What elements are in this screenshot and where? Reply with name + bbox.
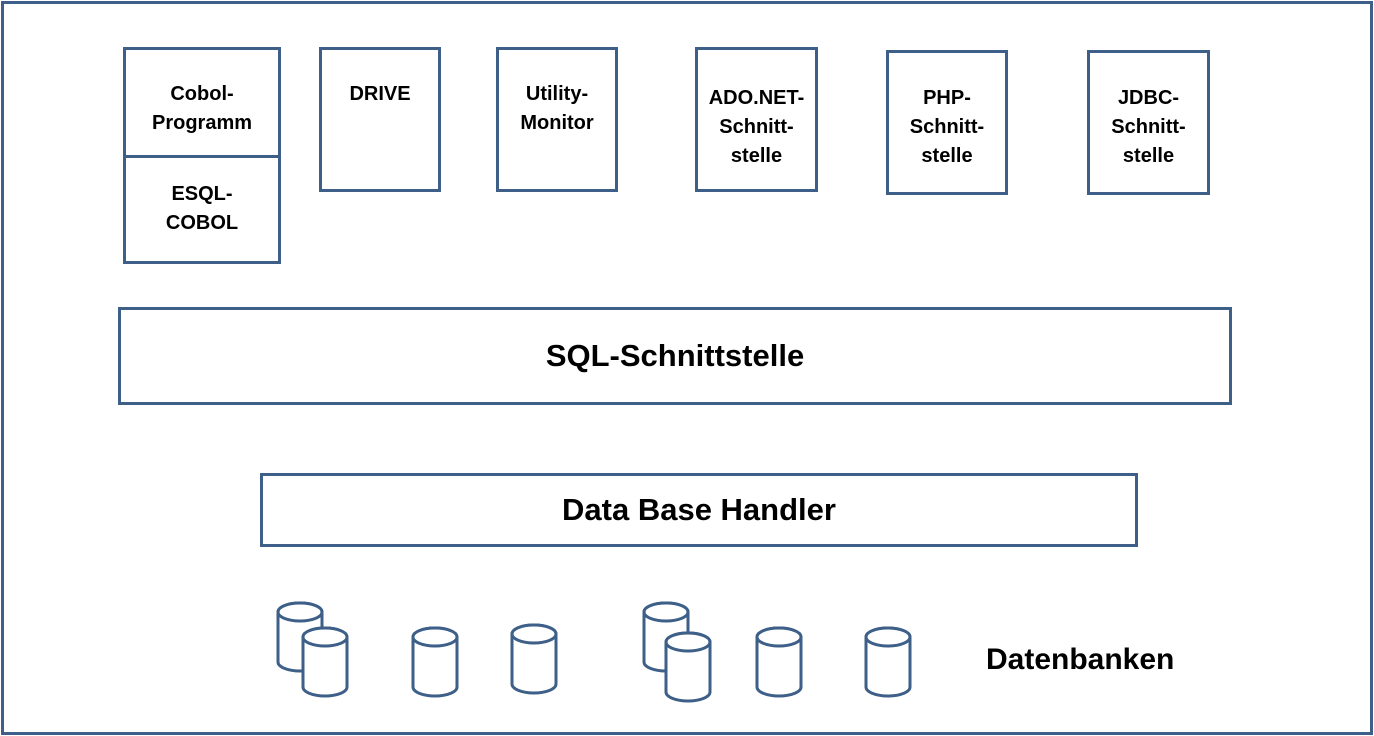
cobol-esql-box: Cobol- Programm ESQL- COBOL <box>123 47 281 264</box>
utility-monitor-box: Utility- Monitor <box>496 47 618 192</box>
ado-net-box: ADO.NET- Schnitt- stelle <box>695 47 818 192</box>
utility-monitor-label: Utility- Monitor <box>520 83 594 134</box>
esql-cobol-label: ESQL- COBOL <box>165 183 239 234</box>
database-cylinder-icon <box>864 626 912 698</box>
cobol-programm-label: Cobol- Programm <box>151 83 253 134</box>
database-cylinder-icon <box>411 626 459 698</box>
php-box: PHP- Schnitt- stelle <box>886 50 1008 195</box>
database-cylinder-icon <box>301 626 349 698</box>
php-label: PHP- Schnitt- stelle <box>909 87 985 167</box>
ado-net-label: ADO.NET- Schnitt- stelle <box>708 87 805 167</box>
data-base-handler-label: Data Base Handler <box>562 492 836 527</box>
sql-schnittstelle-label: SQL-Schnittstelle <box>545 338 805 373</box>
divider <box>126 155 278 158</box>
data-base-handler-layer: Data Base Handler <box>260 473 1138 547</box>
sql-schnittstelle-layer: SQL-Schnittstelle <box>118 307 1232 405</box>
drive-label: DRIVE <box>349 83 411 105</box>
jdbc-label: JDBC- Schnitt- stelle <box>1111 87 1186 167</box>
drive-box: DRIVE <box>319 47 441 192</box>
database-cylinder-icon <box>664 631 712 703</box>
database-cylinder-icon <box>510 623 558 695</box>
jdbc-box: JDBC- Schnitt- stelle <box>1087 50 1210 195</box>
database-cylinder-icon <box>755 626 803 698</box>
datenbanken-label: Datenbanken <box>986 643 1175 676</box>
